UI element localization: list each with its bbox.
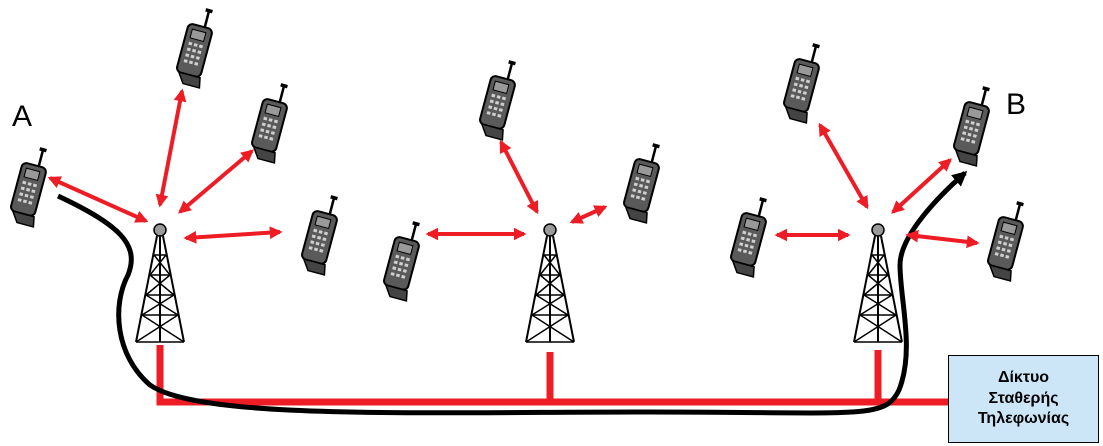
radio-links — [50, 91, 977, 243]
callee-label-b: B — [1006, 90, 1026, 120]
mobile-phone-icon — [984, 201, 1026, 281]
caller-label-a: A — [12, 102, 32, 132]
mobile-phone-icon — [950, 86, 992, 166]
network-label-line-1: Δίκτυο — [998, 368, 1049, 389]
cell-tower-icon — [136, 224, 184, 342]
cell-tower-icon — [854, 224, 902, 342]
backbone-lines — [160, 345, 948, 402]
radio-link — [908, 235, 977, 243]
mobile-phone-icon — [380, 221, 422, 301]
radio-link — [186, 232, 280, 238]
mobile-phone-icon — [727, 197, 769, 277]
radio-link — [820, 125, 867, 207]
mobile-phone-icon — [476, 60, 518, 140]
mobile-phone-icon — [298, 195, 340, 275]
radio-link — [893, 160, 950, 212]
radio-link — [160, 91, 182, 205]
network-label-line-3: Τηλεφωνίας — [978, 409, 1069, 430]
mobile-phone-icon — [248, 83, 290, 163]
radio-link — [501, 142, 537, 212]
network-label-line-2: Σταθερής — [988, 389, 1058, 410]
fixed-telephone-network-box: Δίκτυο Σταθερής Τηλεφωνίας — [948, 355, 1099, 443]
mobile-phone-icon — [780, 43, 822, 123]
mobile-phone-icon — [7, 147, 49, 227]
mobile-phone-icon — [620, 143, 662, 223]
cell-tower-icon — [526, 224, 574, 342]
radio-link — [180, 151, 252, 212]
radio-link — [572, 207, 605, 222]
mobile-phone-icon — [173, 8, 215, 88]
call-route-line — [58, 173, 965, 413]
